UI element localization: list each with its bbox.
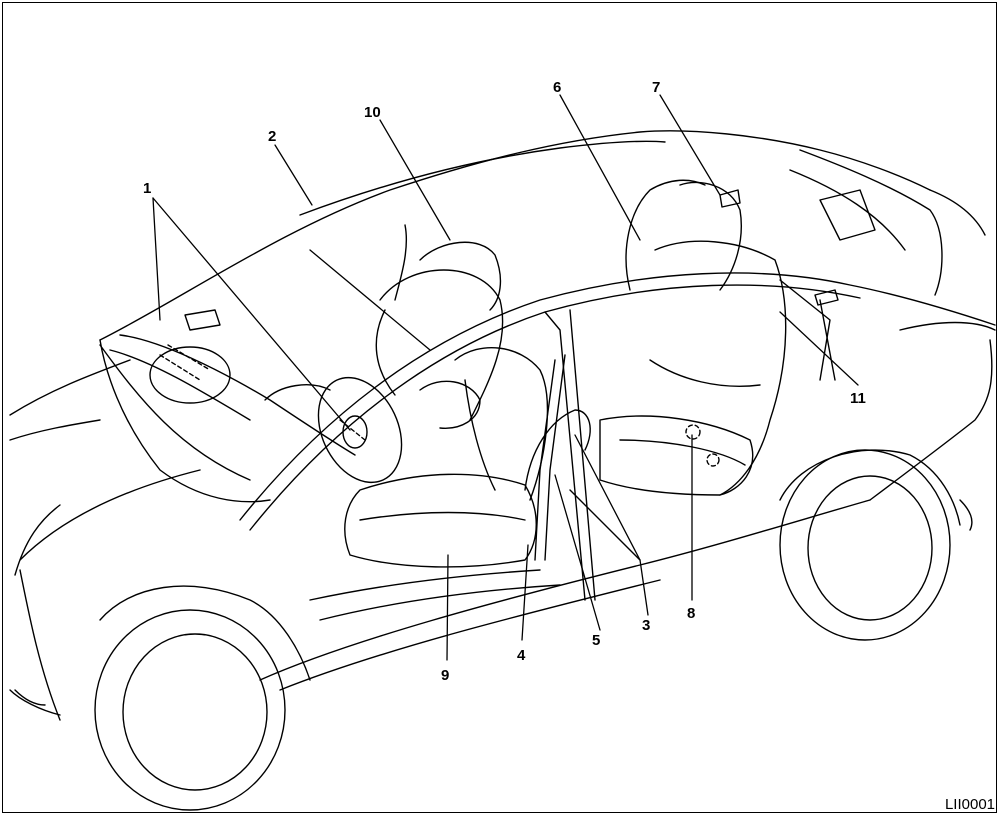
figure-code: LII0001 <box>944 796 995 813</box>
callout-9: 9 <box>441 667 449 684</box>
callout-8: 8 <box>687 605 695 622</box>
callout-10: 10 <box>364 104 381 121</box>
callout-11: 11 <box>850 390 866 407</box>
callout-6: 6 <box>553 79 561 96</box>
leader-lines <box>152 94 859 661</box>
rear-seat <box>599 181 787 496</box>
callout-1: 1 <box>143 180 151 197</box>
dashboard <box>109 334 356 456</box>
callout-5: 5 <box>592 632 600 649</box>
front-wheel <box>94 585 311 811</box>
front-driver-seat <box>344 347 549 568</box>
seat-belts <box>394 179 761 561</box>
floor-details <box>184 189 876 621</box>
steering-wheel <box>317 376 403 484</box>
callout-3: 3 <box>642 617 650 634</box>
front-passenger-seat <box>375 241 504 421</box>
callout-2: 2 <box>268 128 276 145</box>
airbag-zones <box>159 344 720 467</box>
callout-4: 4 <box>517 647 526 664</box>
rear-wheel <box>779 449 961 641</box>
callouts: 1 2 3 4 5 6 7 8 9 10 11 <box>143 79 866 684</box>
callout-7: 7 <box>652 79 660 96</box>
car-body-outline <box>9 130 996 721</box>
